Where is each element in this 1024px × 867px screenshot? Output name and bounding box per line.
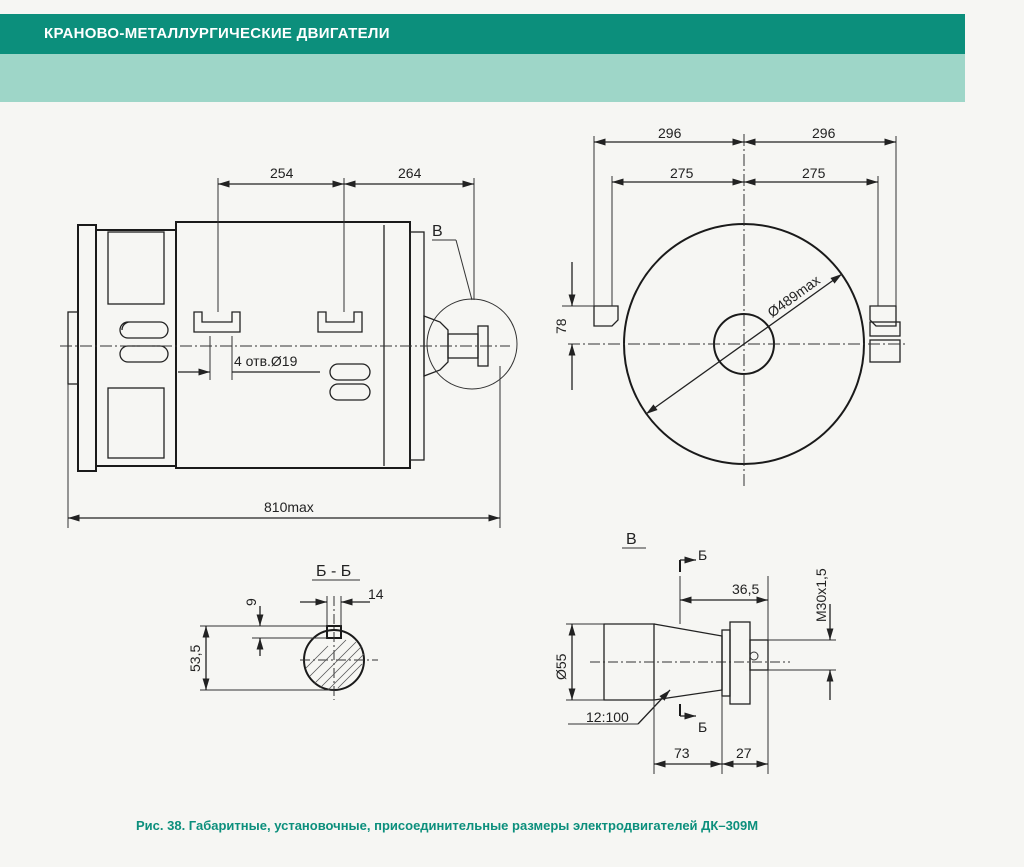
terminal-slot-2 [329,383,371,401]
dim-296-right: 296 [812,125,836,141]
lifting-lug-1 [193,311,241,333]
detail-title: В [626,531,637,548]
nut [729,621,751,705]
brush-slot-2 [119,345,169,363]
dim-78: 78 [553,318,569,334]
terminal-box-1 [869,321,901,337]
brush-slot-1 [119,321,169,339]
dim-27: 27 [736,745,752,761]
motor-end-view: 296 296 275 275 78 Ø489max [553,125,906,486]
dim-thread: M30x1,5 [813,568,829,622]
dim-14: 14 [368,586,384,602]
right-foot [869,305,897,327]
left-hub [67,311,79,385]
left-flange [77,224,97,472]
lifting-lug-2 [317,311,363,333]
header-band [0,54,965,102]
terminal-box-2 [869,339,901,363]
holes-label: 4 отв.Ø19 [234,353,298,369]
dim-diameter: Ø489max [764,272,823,321]
dim-9: 9 [243,598,259,606]
section-header: КРАНОВО-МЕТАЛЛУРГИЧЕСКИЕ ДВИГАТЕЛИ [0,14,965,54]
dim-264: 264 [398,165,422,181]
bottom-window [107,387,165,459]
dim-taper: 12:100 [586,709,629,725]
dim-810max: 810max [264,499,314,515]
left-foot [593,305,619,327]
motor-side-view: 254 264 В 4 отв.Ø19 810max [60,165,518,528]
figure-caption: Рис. 38. Габаритные, установочные, присо… [136,818,759,833]
top-window [107,231,165,305]
dim-296-left: 296 [658,125,682,141]
shaft-taper [423,315,449,377]
dim-53-5: 53,5 [187,645,203,672]
dim-275-left: 275 [670,165,694,181]
dim-254: 254 [270,165,294,181]
dim-36-5: 36,5 [732,581,759,597]
header-title: КРАНОВО-МЕТАЛЛУРГИЧЕСКИЕ ДВИГАТЕЛИ [44,25,390,42]
section-title: Б - Б [316,563,351,580]
dim-73: 73 [674,745,690,761]
thread-end [749,639,769,671]
terminal-slot-1 [329,363,371,381]
detail-b: В Б Б 36,5 M30x1,5 Ø55 12: [553,531,836,774]
callout-b: В [432,223,443,240]
detail-circle-b [426,298,518,390]
dim-275-right: 275 [802,165,826,181]
section-mark-top: Б [698,547,707,563]
washer [721,629,731,697]
cotter-hole [749,651,759,661]
section-b-b: Б - Б 14 9 53,5 [187,563,384,700]
section-mark-bottom: Б [698,719,707,735]
motor-body [175,221,411,469]
dim-d55: Ø55 [553,653,569,680]
